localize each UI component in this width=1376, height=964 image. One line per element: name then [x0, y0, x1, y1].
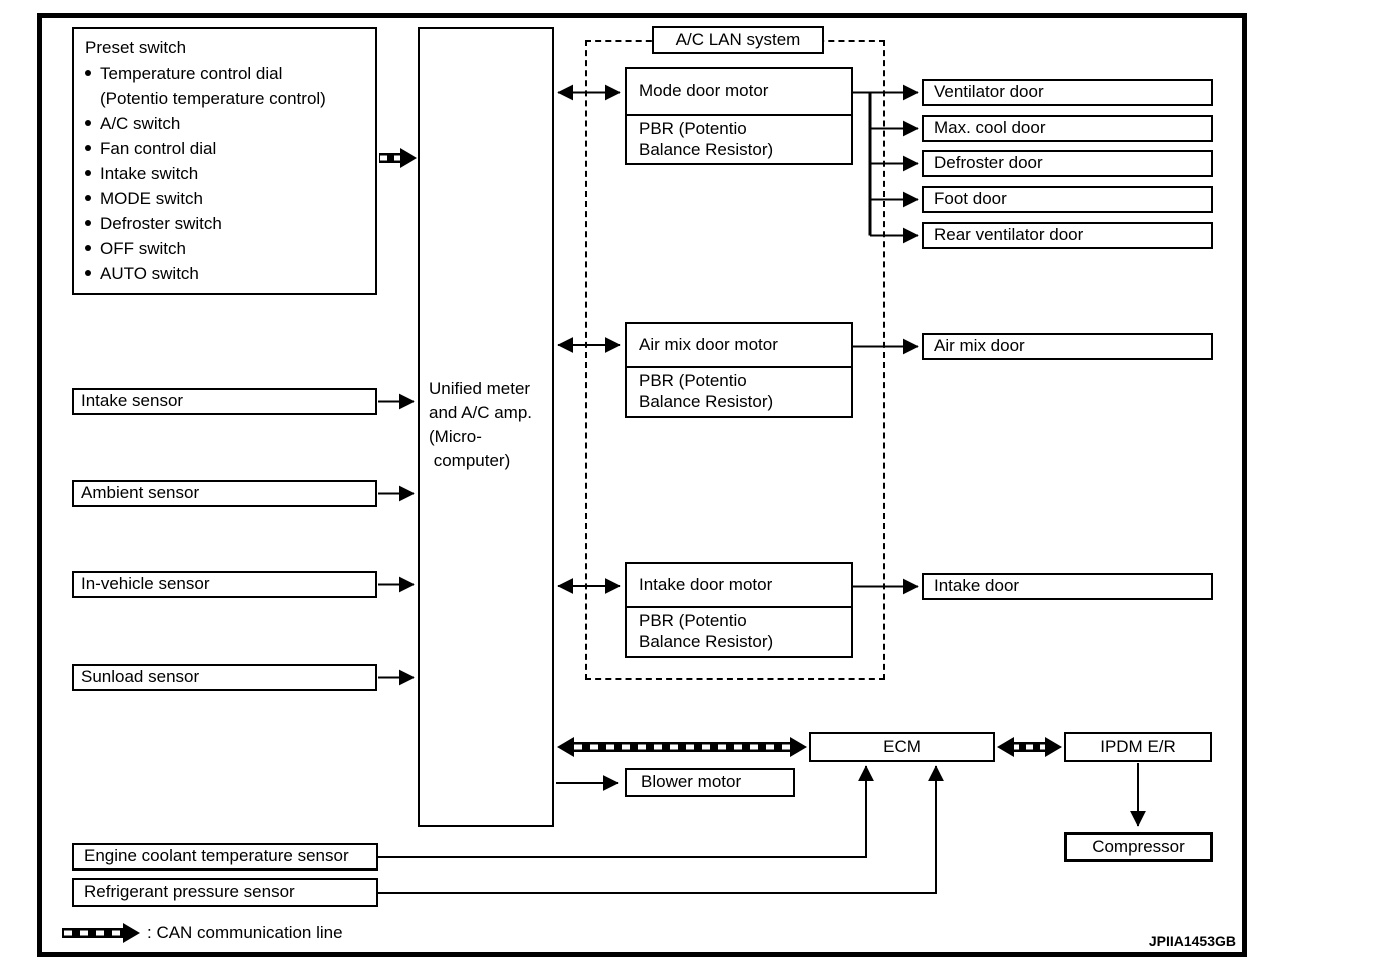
compressor-box: Compressor — [1064, 832, 1213, 862]
defroster-door-box: Defroster door — [922, 150, 1213, 177]
can-legend-label: : CAN communication line — [147, 923, 343, 942]
bullet-icon — [85, 195, 91, 202]
preset-item: A/C switch — [85, 111, 371, 136]
max-cool-door-box: Max. cool door — [922, 115, 1213, 142]
air-mix-door-box: Air mix door — [922, 333, 1213, 360]
intake-door-box: Intake door — [922, 573, 1213, 600]
unified-meter-label: Unified meter and A/C amp. (Micro- compu… — [429, 379, 533, 470]
mode-door-motor-label: Mode door motor — [627, 69, 851, 116]
preset-item: Intake switch — [85, 161, 371, 186]
can-arrow-controller-to-ecm — [557, 737, 807, 757]
preset-switch-title: Preset switch — [85, 38, 187, 57]
arrow-refrigerant-to-ecm — [378, 765, 944, 894]
bullet-icon — [85, 70, 91, 77]
ac-lan-system-label: A/C LAN system — [652, 26, 824, 54]
bullet-icon — [85, 220, 91, 227]
preset-item-continuation: (Potentio temperature control) — [100, 89, 326, 109]
controller-motor-arrows — [557, 84, 621, 594]
ipdm-er-box: IPDM E/R — [1064, 732, 1212, 762]
sensor-arrows — [378, 393, 415, 686]
foot-door-box: Foot door — [922, 186, 1213, 213]
rear-ventilator-door-box: Rear ventilator door — [922, 222, 1213, 249]
arrow-engine-coolant-to-ecm — [378, 765, 874, 858]
sunload-sensor-box: Sunload sensor — [72, 664, 377, 691]
bullet-icon — [85, 120, 91, 127]
engine-coolant-temperature-sensor-box: Engine coolant temperature sensor — [72, 843, 378, 871]
ecm-box: ECM — [809, 732, 995, 762]
bullet-icon — [85, 145, 91, 152]
air-mix-door-motor-pbr: PBR (Potentio Balance Resistor) — [639, 371, 774, 411]
preset-item: Fan control dial — [85, 136, 371, 161]
intake-door-motor-box: Intake door motor PBR (Potentio Balance … — [625, 562, 853, 658]
preset-switch-list: Temperature control dial (Potentio tempe… — [85, 61, 371, 286]
bullet-icon — [85, 270, 91, 277]
mode-door-motor-box: Mode door motor PBR (Potentio Balance Re… — [625, 67, 853, 165]
preset-item: OFF switch — [85, 236, 371, 261]
intake-door-motor-label: Intake door motor — [627, 564, 851, 608]
figure-code: JPIIA1453GB — [1148, 933, 1236, 949]
can-arrow-preset-to-controller — [379, 148, 417, 168]
in-vehicle-sensor-box: In-vehicle sensor — [72, 571, 377, 598]
mode-door-branches — [853, 84, 919, 244]
preset-item: Defroster switch — [85, 211, 371, 236]
air-mix-door-motor-box: Air mix door motor PBR (Potentio Balance… — [625, 322, 853, 418]
preset-item: MODE switch — [85, 186, 371, 211]
ventilator-door-box: Ventilator door — [922, 79, 1213, 106]
unified-meter-ac-amp-box: Unified meter and A/C amp. (Micro- compu… — [418, 27, 554, 827]
preset-switch-box: Preset switch Temperature control dial (… — [72, 27, 377, 295]
can-arrow-ecm-to-ipdm — [997, 737, 1062, 757]
preset-item: Temperature control dial — [85, 61, 371, 86]
bullet-icon — [85, 245, 91, 252]
air-mix-door-motor-label: Air mix door motor — [627, 324, 851, 368]
refrigerant-pressure-sensor-box: Refrigerant pressure sensor — [72, 878, 378, 907]
intake-door-motor-pbr: PBR (Potentio Balance Resistor) — [639, 611, 774, 651]
can-legend-arrow — [62, 923, 140, 943]
preset-item: AUTO switch — [85, 261, 371, 286]
intake-sensor-box: Intake sensor — [72, 388, 377, 415]
ambient-sensor-box: Ambient sensor — [72, 480, 377, 507]
mode-door-motor-pbr: PBR (Potentio Balance Resistor) — [639, 118, 774, 159]
bullet-icon — [85, 170, 91, 177]
blower-motor-box: Blower motor — [625, 768, 795, 797]
